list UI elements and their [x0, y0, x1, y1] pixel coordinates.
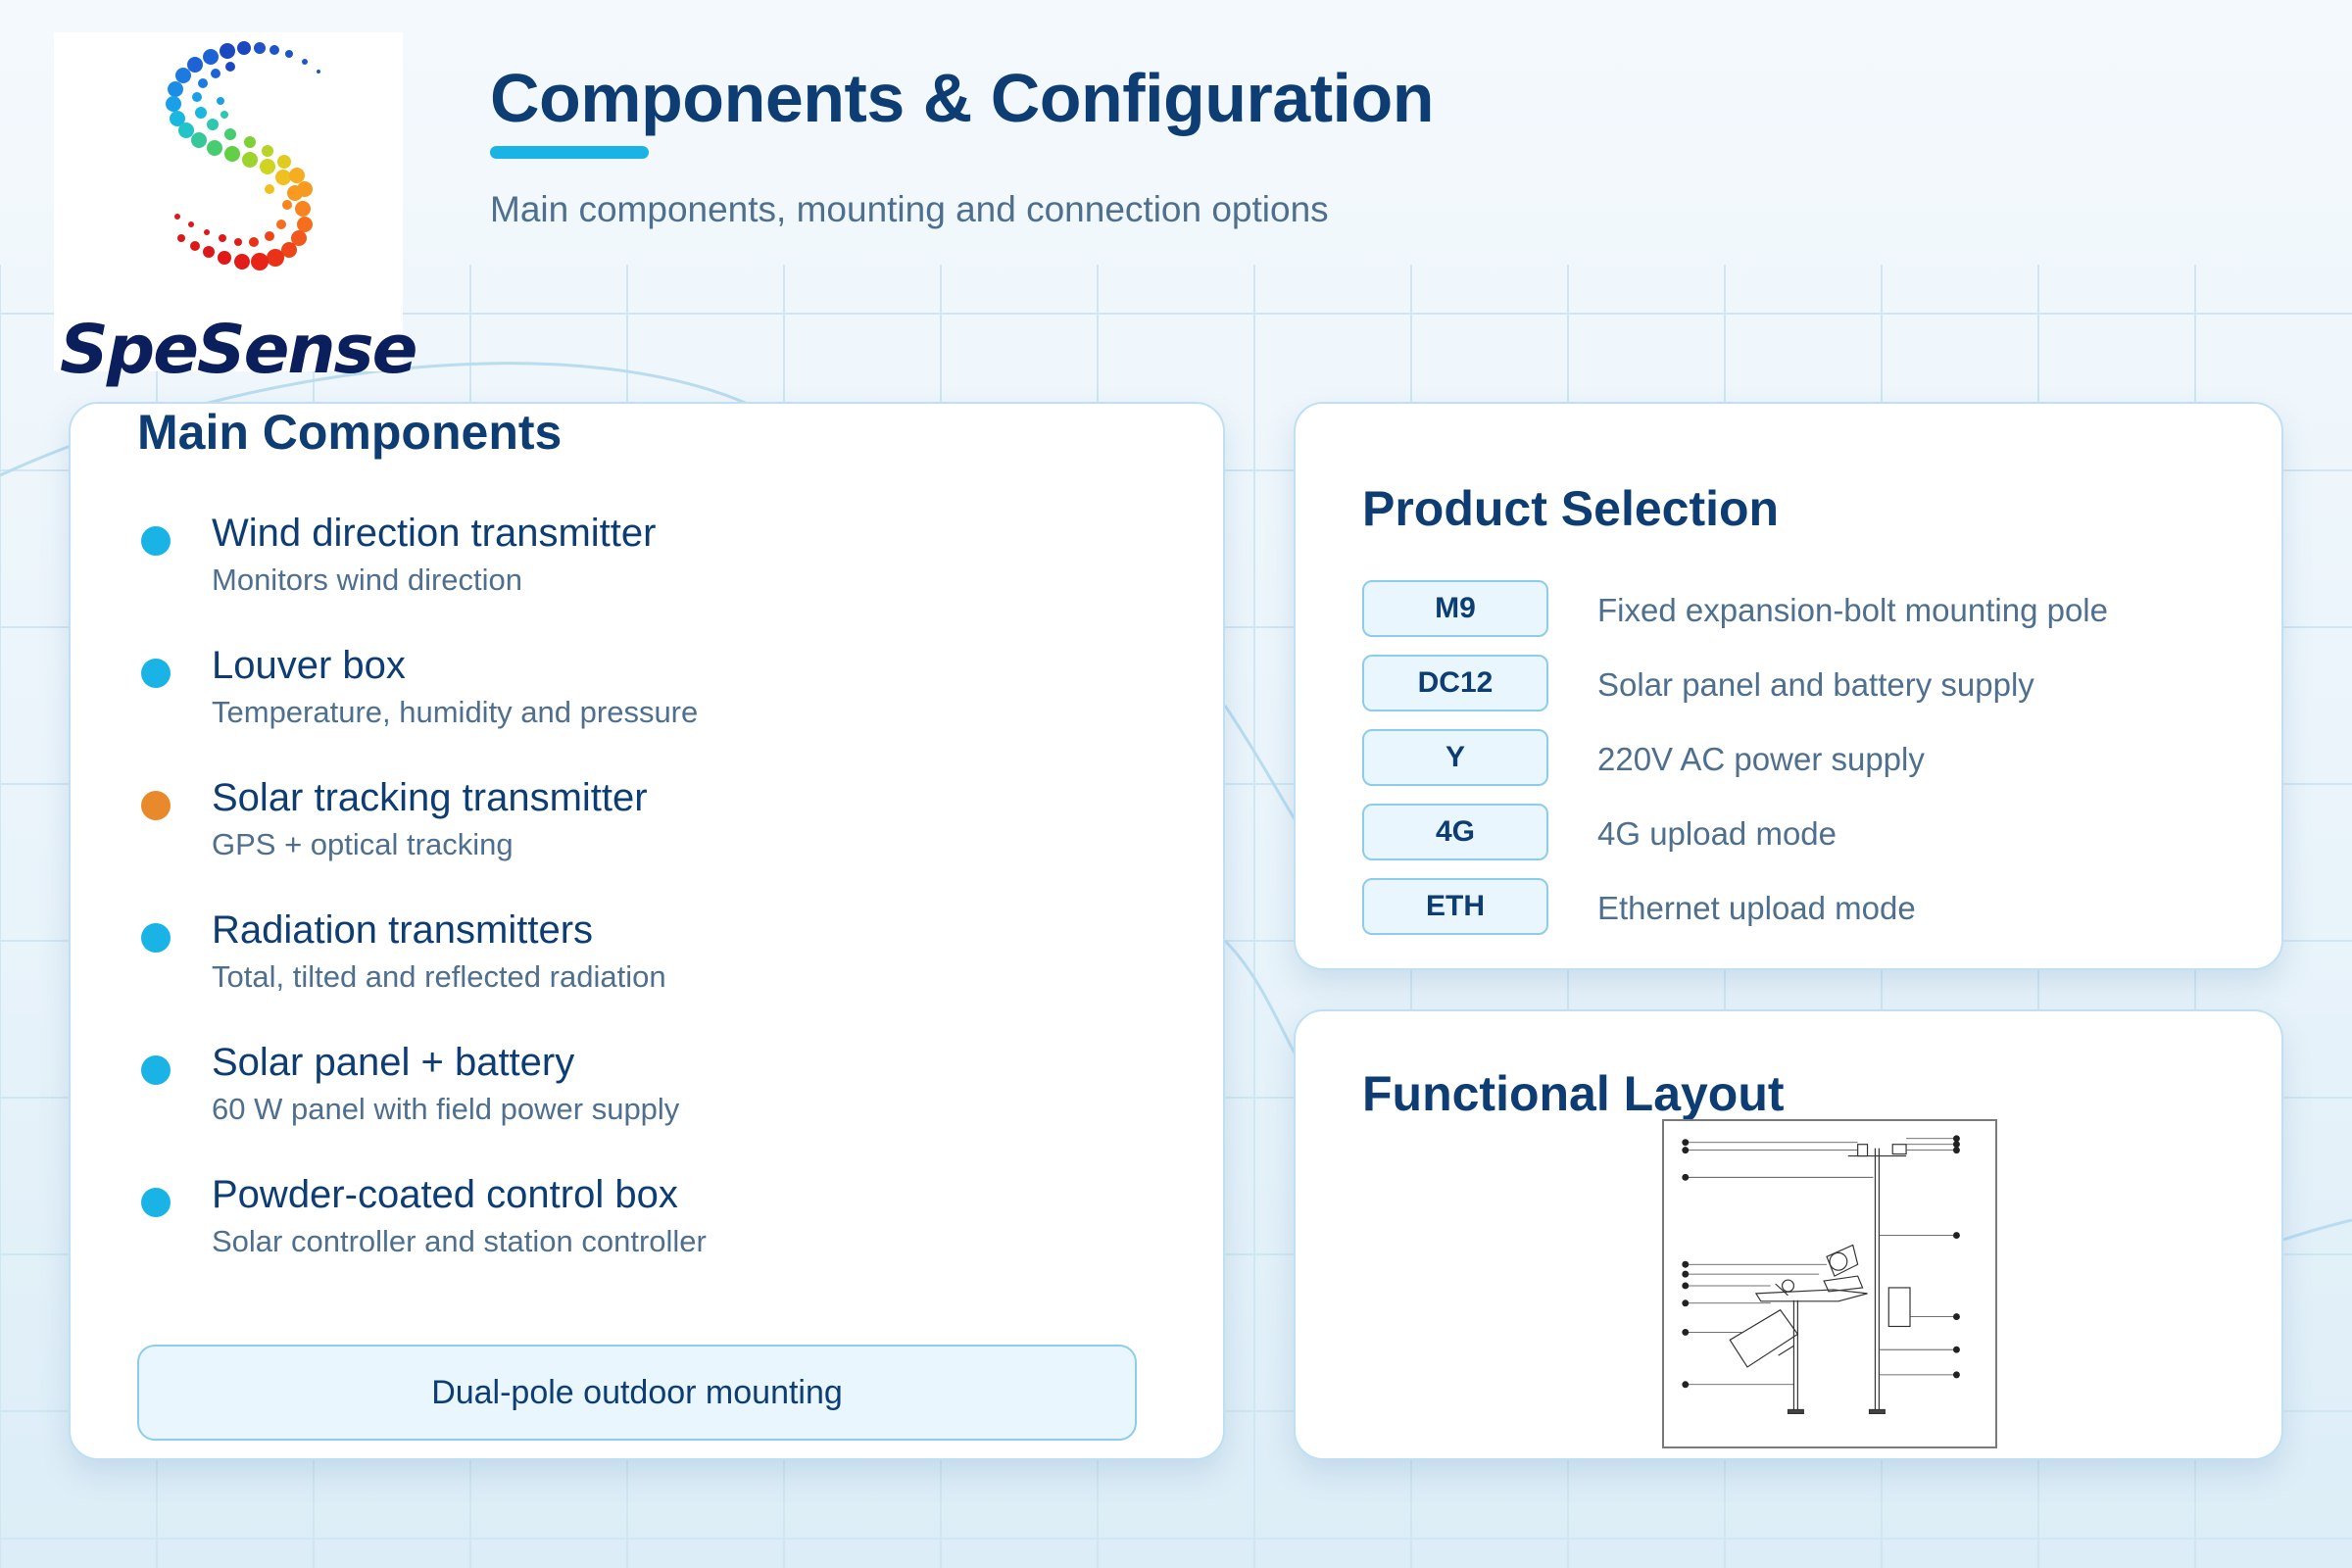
- option-code-badge[interactable]: Y: [1362, 729, 1548, 786]
- option-description: Solar panel and battery supply: [1597, 666, 2034, 703]
- selection-row: DC12 Solar panel and battery supply: [1362, 655, 2244, 711]
- list-item: Solar panel + battery 60 W panel with fi…: [137, 1041, 1196, 1173]
- selection-row: M9 Fixed expansion-bolt mounting pole: [1362, 580, 2244, 637]
- list-item: Wind direction transmitter Monitors wind…: [137, 512, 1196, 644]
- component-name: Powder-coated control box: [212, 1173, 678, 1216]
- page-subtitle: Main components, mounting and connection…: [490, 189, 1329, 229]
- option-description: Fixed expansion-bolt mounting pole: [1597, 592, 2108, 628]
- option-code-badge[interactable]: ETH: [1362, 878, 1548, 935]
- component-description: Solar controller and station controller: [212, 1224, 707, 1258]
- component-list: Wind direction transmitter Monitors wind…: [137, 512, 1196, 1305]
- list-item: Powder-coated control box Solar controll…: [137, 1173, 1196, 1305]
- selection-row: Y 220V AC power supply: [1362, 729, 2244, 786]
- bullet-dot-icon: [141, 1055, 171, 1085]
- brand-logo: SpeSense: [54, 32, 417, 384]
- component-name: Wind direction transmitter: [212, 512, 657, 555]
- bullet-dot-icon: [141, 791, 171, 820]
- component-name: Solar panel + battery: [212, 1041, 575, 1084]
- bullet-dot-icon: [141, 659, 171, 688]
- list-item: Radiation transmitters Total, tilted and…: [137, 908, 1196, 1041]
- component-description: Monitors wind direction: [212, 563, 523, 597]
- station-layout-diagram: [1662, 1119, 1997, 1448]
- selection-row: 4G 4G upload mode: [1362, 804, 2244, 860]
- component-description: Temperature, humidity and pressure: [212, 695, 699, 729]
- page-title: Components & Configuration: [490, 60, 1435, 136]
- title-underline: [490, 146, 649, 159]
- bullet-dot-icon: [141, 923, 171, 953]
- component-name: Radiation transmitters: [212, 908, 594, 952]
- component-description: GPS + optical tracking: [212, 827, 514, 861]
- bullet-dot-icon: [141, 1188, 171, 1217]
- component-name: Solar tracking transmitter: [212, 776, 648, 819]
- product-selection-title: Product Selection: [1362, 481, 1780, 536]
- spesense-logo-icon: [166, 41, 320, 270]
- option-code-badge[interactable]: DC12: [1362, 655, 1548, 711]
- option-code-badge[interactable]: M9: [1362, 580, 1548, 637]
- bullet-dot-icon: [141, 526, 171, 556]
- brand-wordmark: SpeSense: [60, 311, 417, 389]
- component-name: Louver box: [212, 644, 406, 687]
- option-description: 220V AC power supply: [1597, 741, 1925, 777]
- option-description: Ethernet upload mode: [1597, 890, 1916, 926]
- functional-layout-card: Functional Layout: [1294, 1009, 2283, 1460]
- product-selection-card: Product Selection M9 Fixed expansion-bol…: [1294, 402, 2283, 970]
- main-components-title: Main Components: [137, 405, 563, 460]
- list-item: Louver box Temperature, humidity and pre…: [137, 644, 1196, 776]
- option-description: 4G upload mode: [1597, 815, 1838, 852]
- option-code-badge[interactable]: 4G: [1362, 804, 1548, 860]
- selection-row: ETH Ethernet upload mode: [1362, 878, 2244, 935]
- dual-pole-mounting-button[interactable]: Dual-pole outdoor mounting: [137, 1345, 1137, 1441]
- component-description: Total, tilted and reflected radiation: [212, 959, 666, 994]
- main-components-card: Main Components Wind direction transmitt…: [69, 402, 1225, 1460]
- component-description: 60 W panel with field power supply: [212, 1092, 680, 1126]
- list-item: Solar tracking transmitter GPS + optical…: [137, 776, 1196, 908]
- functional-layout-title: Functional Layout: [1362, 1066, 1785, 1121]
